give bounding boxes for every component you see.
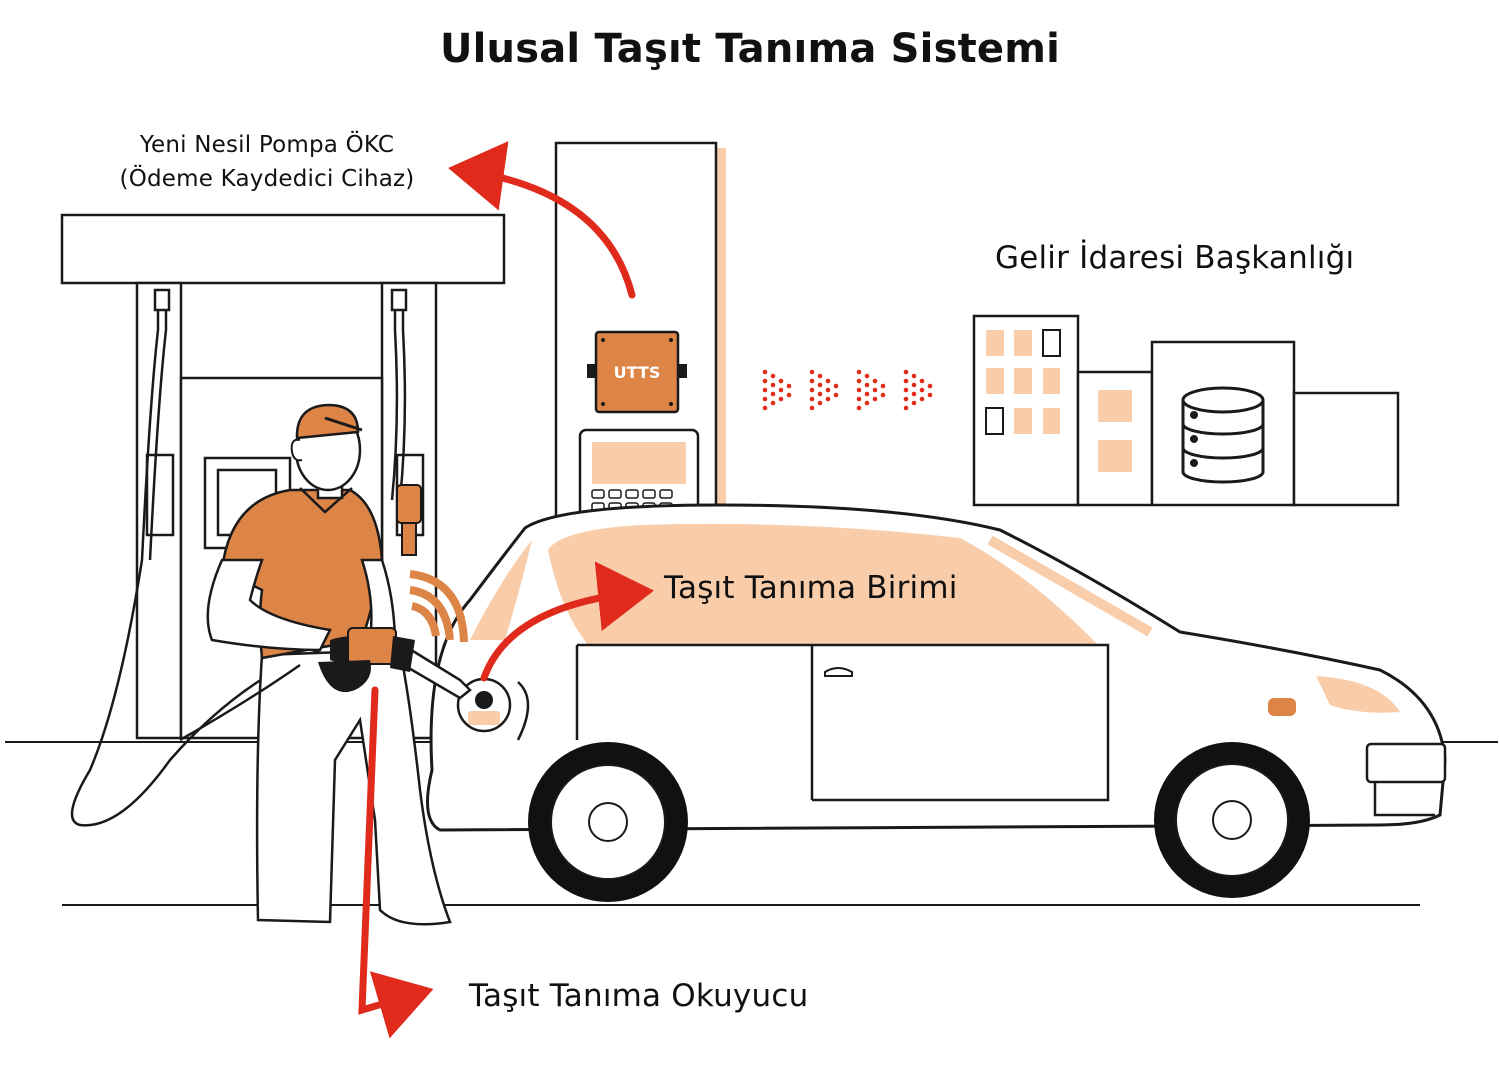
page-title: Ulusal Taşıt Tanıma Sistemi <box>439 26 1061 72</box>
label-pump-okc-line2: (Ödeme Kaydedici Cihaz) <box>119 166 415 192</box>
wifi-signal-icon <box>409 570 468 643</box>
label-pump-okc: Yeni Nesil Pompa ÖKC (Ödeme Kaydedici Ci… <box>92 128 442 196</box>
label-vehicle-unit: Taşıt Tanıma Birimi <box>664 570 958 606</box>
label-pump-okc-line1: Yeni Nesil Pompa ÖKC <box>139 132 395 158</box>
dotted-arrow-icon <box>856 369 886 411</box>
data-flow-arrows <box>762 369 933 411</box>
database-icon <box>1181 386 1265 484</box>
utts-device-label: UTTS <box>614 363 661 382</box>
dotted-arrow-icon <box>903 369 933 411</box>
unit-arrow-icon <box>480 561 654 682</box>
callout-arrows <box>358 141 654 1039</box>
utts-device: UTTS <box>587 330 687 414</box>
attendant-icon <box>206 403 452 926</box>
vehicle-unit-fuel-cap <box>456 677 512 733</box>
car-icon <box>426 503 1447 832</box>
reader-arrow-icon <box>358 686 434 1039</box>
label-revenue-admin: Gelir İdaresi Başkanlığı <box>995 240 1355 276</box>
nozzle-icon <box>396 484 422 556</box>
okc-arrow-icon <box>448 141 636 299</box>
dotted-arrow-icon <box>762 369 792 411</box>
label-vehicle-reader: Taşıt Tanıma Okuyucu <box>469 978 809 1014</box>
handheld-reader <box>179 627 472 742</box>
car-wheel-front <box>1154 742 1310 898</box>
building-windows <box>985 329 1132 472</box>
dotted-arrow-icon <box>809 369 839 411</box>
car-wheel-rear <box>528 742 688 902</box>
